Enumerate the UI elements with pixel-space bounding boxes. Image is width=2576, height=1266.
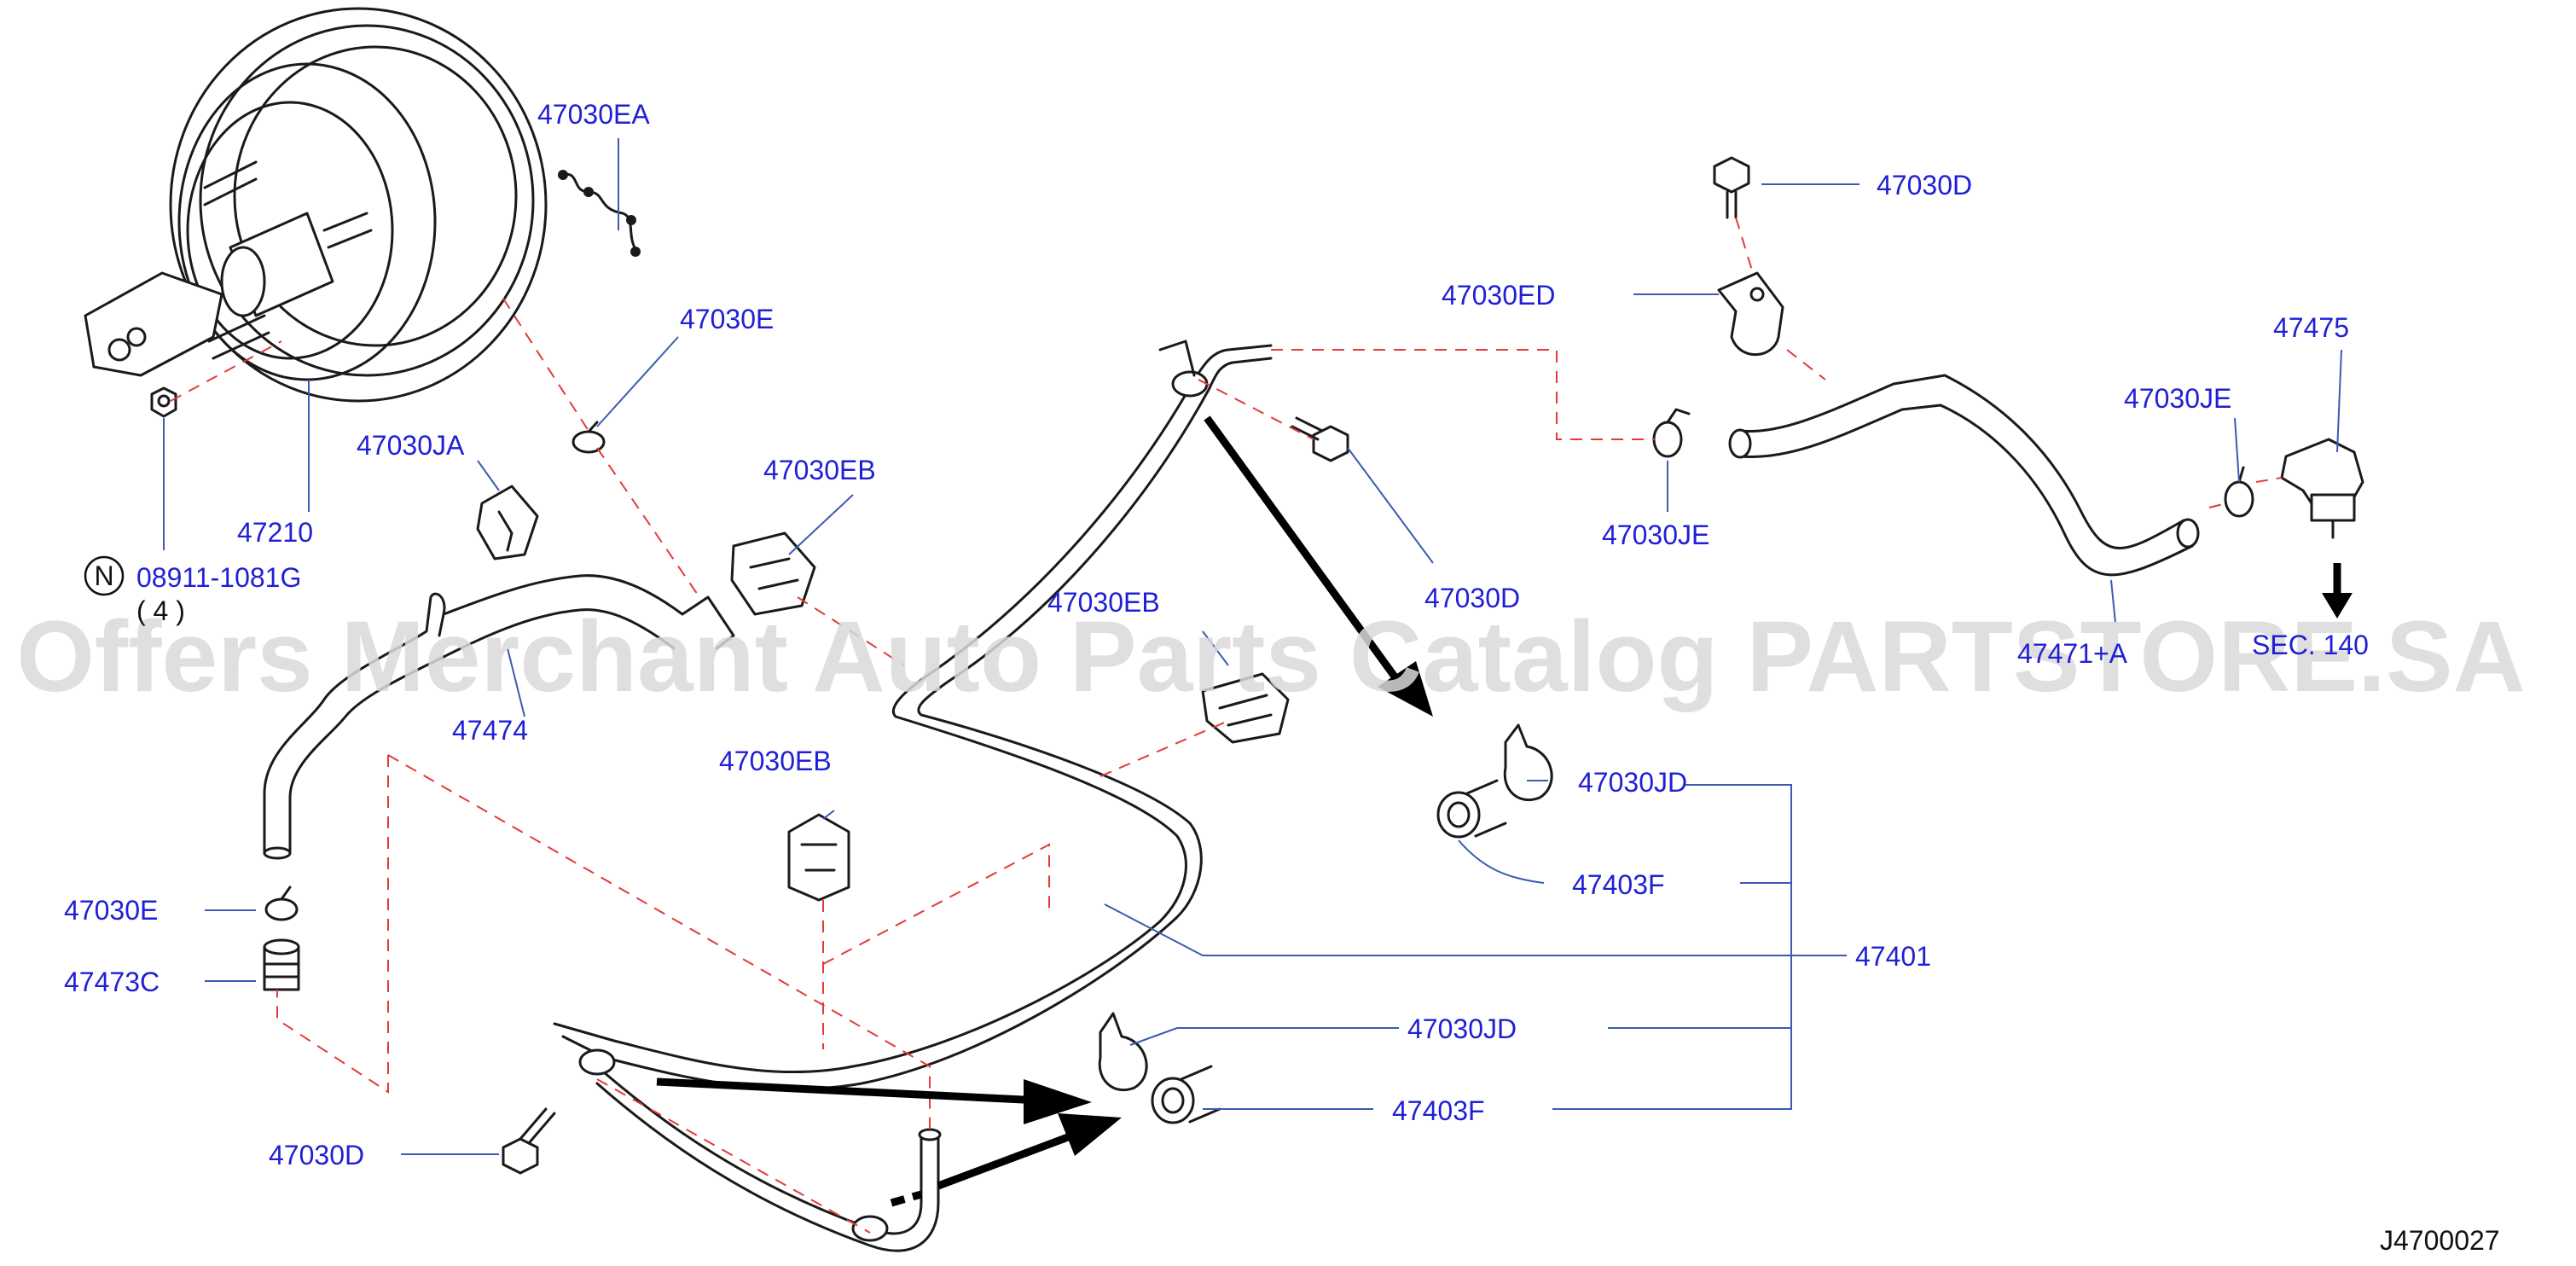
quantity-label: ( 4 ) <box>136 595 185 626</box>
clamp-47030E-left[interactable] <box>264 886 299 921</box>
grommet-47030JA[interactable] <box>476 485 539 560</box>
grommet-47403F-lower[interactable] <box>1151 1065 1221 1124</box>
label-47401[interactable]: 47401 <box>1855 941 1931 972</box>
label-47210[interactable]: 47210 <box>237 517 313 548</box>
fitting-47475[interactable] <box>2280 438 2364 539</box>
label-47030D-top[interactable]: 47030D <box>1877 170 1972 200</box>
bolt-47030D-bottom[interactable] <box>502 1107 556 1175</box>
brake-booster[interactable] <box>84 7 548 403</box>
arrow-from-tube-end <box>937 1130 1076 1190</box>
leader-lines <box>163 138 2342 1155</box>
label-47030EB-lower[interactable]: 47030EB <box>719 746 832 776</box>
direction-arrows <box>656 415 2353 1207</box>
reference-lines <box>170 217 2283 1234</box>
label-47474[interactable]: 47474 <box>452 715 528 746</box>
n-symbol-circle <box>84 555 125 596</box>
watermark-text: Offers Merchant Auto Parts Catalog PARTS… <box>16 601 2526 713</box>
clip-47030EB-center[interactable] <box>1201 672 1290 744</box>
label-47030D-mid[interactable]: 47030D <box>1424 583 1520 613</box>
label-47030D-bottom[interactable]: 47030D <box>269 1140 364 1170</box>
hose-47474[interactable] <box>263 574 735 860</box>
callout-labels: 47030EA 47030E 47030JA 47210 N 08911-108… <box>64 99 2500 1256</box>
label-47030JE-right[interactable]: 47030JE <box>2124 383 2231 414</box>
label-47030JD-upper[interactable]: 47030JD <box>1578 767 1687 798</box>
n-symbol: N <box>94 560 113 591</box>
label-47030EA[interactable]: 47030EA <box>537 99 650 130</box>
bracket-47030ED[interactable] <box>1717 271 1784 357</box>
label-47475[interactable]: 47475 <box>2273 312 2349 343</box>
clamp-47030E-top[interactable] <box>571 421 606 454</box>
clamp-47030JE-left[interactable] <box>1652 408 1691 458</box>
clamp-47030JD-upper[interactable] <box>1503 723 1553 801</box>
bolt-47030D-top[interactable] <box>1713 156 1750 219</box>
label-47030EB-center[interactable]: 47030EB <box>1047 587 1160 618</box>
label-47471A[interactable]: 47471+A <box>2017 638 2128 669</box>
hose-47471A[interactable] <box>1728 374 2200 577</box>
label-47030JE-left[interactable]: 47030JE <box>1602 520 1709 550</box>
label-47030ED[interactable]: 47030ED <box>1442 280 1555 311</box>
harness-47030EA[interactable] <box>558 170 641 257</box>
label-47030JD-lower[interactable]: 47030JD <box>1407 1013 1517 1044</box>
arrow-to-upper-grommet <box>1204 415 1402 685</box>
label-08911-1081G[interactable]: 08911-1081G <box>136 562 301 593</box>
nut-08911[interactable] <box>150 386 177 418</box>
label-47403F-upper[interactable]: 47403F <box>1572 869 1665 900</box>
label-47030E-top[interactable]: 47030E <box>680 304 774 334</box>
clip-47030EB-upper[interactable] <box>730 531 816 616</box>
diagram-id: J4700027 <box>2380 1225 2500 1256</box>
label-47030JA[interactable]: 47030JA <box>357 430 465 461</box>
label-47030E-left[interactable]: 47030E <box>64 895 158 926</box>
label-47030EB-upper[interactable]: 47030EB <box>763 455 876 485</box>
section-reference[interactable]: SEC. 140 <box>2252 630 2369 660</box>
tube-47401[interactable] <box>553 340 1273 1252</box>
arrow-to-lower-clamp <box>656 1077 1041 1105</box>
bolt-47030D-mid[interactable] <box>1291 416 1349 462</box>
clamp-47030JD-lower[interactable] <box>1098 1012 1148 1091</box>
label-47473C[interactable]: 47473C <box>64 967 160 997</box>
label-47403F-lower[interactable]: 47403F <box>1392 1095 1485 1126</box>
grommet-47403F-upper[interactable] <box>1436 779 1507 839</box>
connector-47473C[interactable] <box>263 938 300 991</box>
clip-47030EB-lower[interactable] <box>787 813 850 902</box>
